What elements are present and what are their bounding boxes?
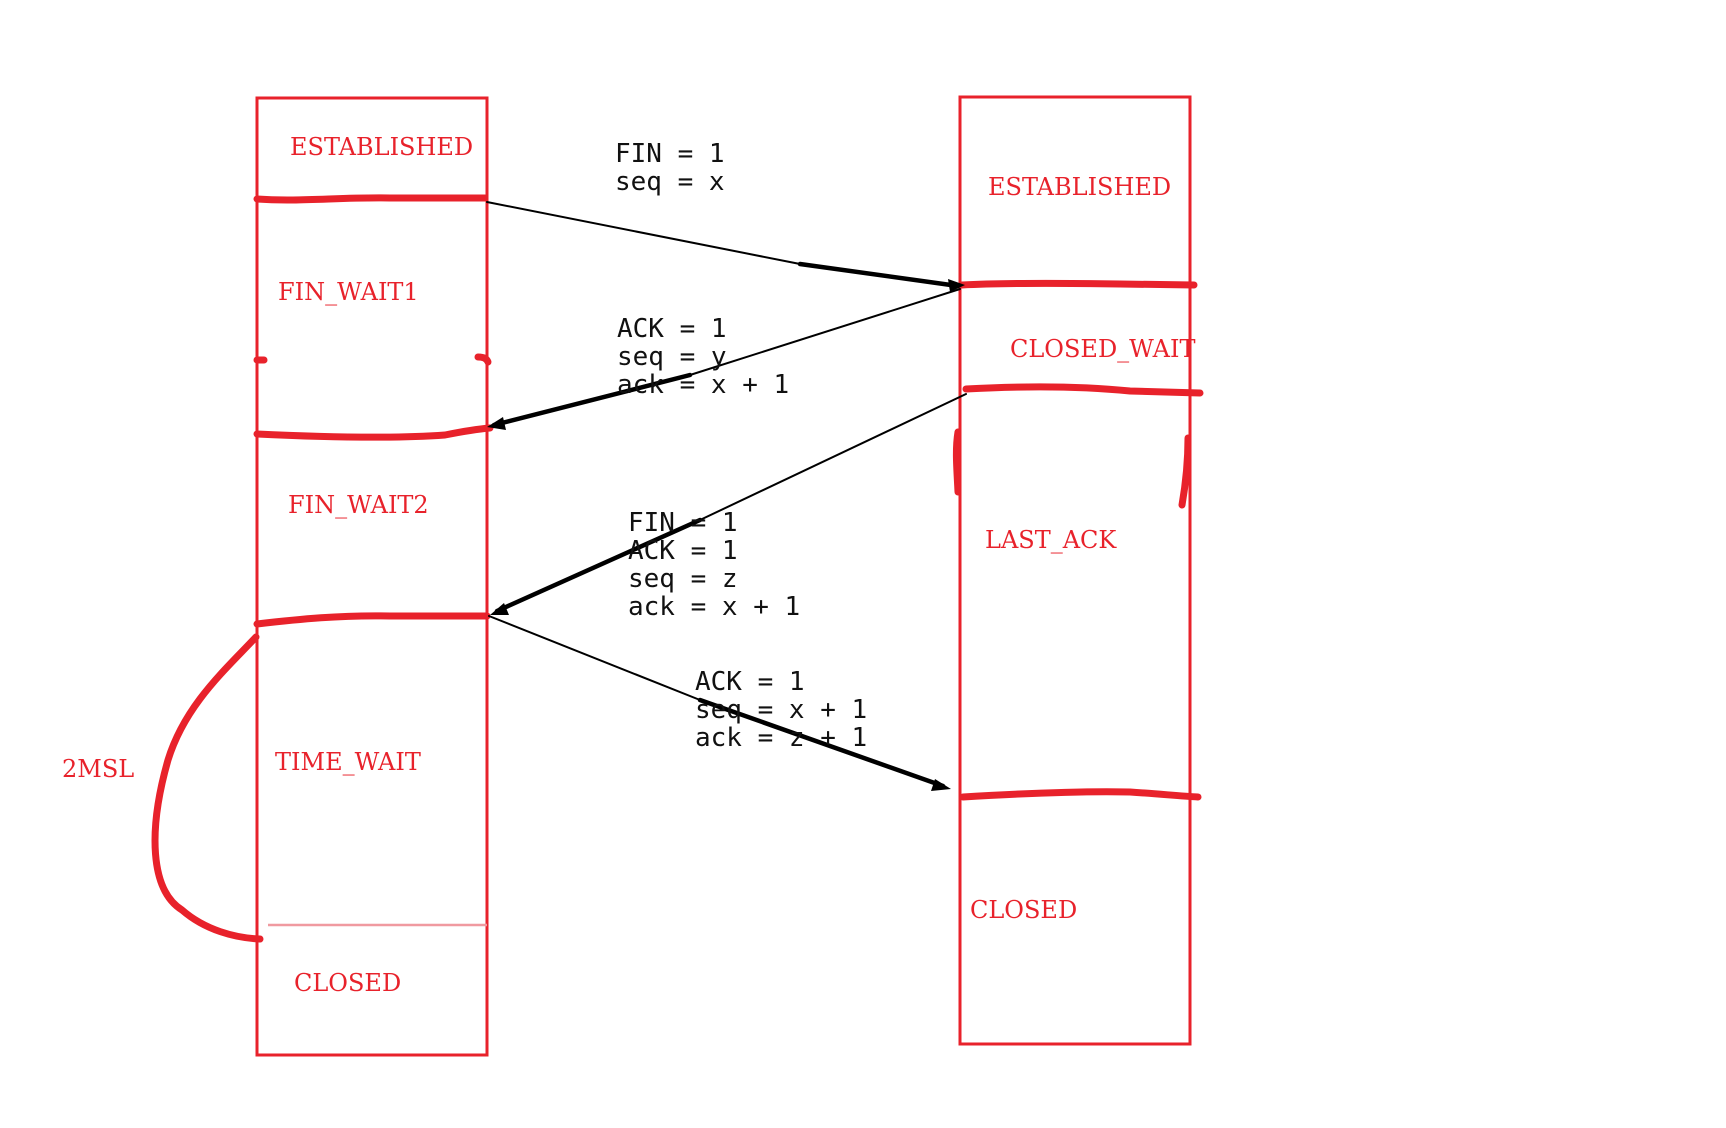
client-divider-fin-wait1-mark-right: [474, 353, 492, 366]
message-final-ack-arrow: [488, 615, 701, 701]
message-ack-line-3: ack = x + 1: [617, 370, 789, 400]
message-fin-arrowhead: [948, 279, 965, 292]
timer-label: 2MSL: [62, 755, 134, 783]
client-state-fin-wait2: FIN_WAIT2: [288, 491, 429, 519]
client-box: [255, 96, 489, 1057]
server-state-closed-wait: CLOSED_WAIT: [1010, 335, 1195, 363]
client-divider-fin-wait1: [253, 424, 494, 441]
message-final-ack-arrow-bold: [697, 697, 946, 789]
server-column: ESTABLISHED CLOSED_WAIT LAST_ACK CLOSED: [952, 95, 1204, 1046]
server-divider-last-ack: [959, 788, 1202, 801]
client-column: ESTABLISHED FIN_WAIT1 FIN_WAIT2 TIME_WAI…: [253, 96, 494, 1057]
message-ack-line-1: ACK = 1: [617, 314, 727, 344]
message-ack-arrow: [689, 288, 961, 376]
message-fin: FIN = 1 seq = x: [486, 139, 965, 292]
server-state-established: ESTABLISHED: [988, 173, 1171, 201]
server-state-closed: CLOSED: [970, 896, 1077, 924]
message-fin-arrow-bold: [797, 261, 961, 289]
client-divider-fin-wait2: [253, 612, 491, 628]
message-ack-line-2: seq = y: [617, 342, 727, 372]
message-fin-ack-arrow-bold: [494, 517, 703, 614]
client-divider-established: [253, 194, 489, 204]
message-fin-line-1: FIN = 1: [615, 139, 725, 169]
message-final-ack-line-3: ack = z + 1: [695, 723, 867, 753]
server-box: [958, 95, 1192, 1046]
message-final-ack-line-1: ACK = 1: [695, 667, 805, 697]
timer-bracket: [151, 633, 264, 943]
server-divider-last-ack-mark-left: [952, 428, 962, 496]
server-state-last-ack: LAST_ACK: [985, 526, 1117, 554]
message-ack-arrowhead: [487, 417, 506, 430]
message-fin-ack-line-3: seq = z: [628, 564, 738, 594]
message-fin-ack-line-4: ack = x + 1: [628, 592, 800, 622]
message-fin-ack-line-1: FIN = 1: [628, 508, 738, 538]
client-state-closed: CLOSED: [294, 969, 401, 997]
message-final-ack-line-2: seq = x + 1: [695, 695, 867, 725]
client-state-established: ESTABLISHED: [290, 133, 473, 161]
message-ack: ACK = 1 seq = y ack = x + 1: [487, 288, 961, 430]
server-divider-last-ack-mark-right: [1178, 434, 1192, 509]
message-final-ack-arrowhead: [931, 779, 951, 791]
client-state-time-wait: TIME_WAIT: [275, 748, 421, 776]
message-fin-ack-arrowhead: [490, 603, 509, 615]
message-fin-arrow: [486, 201, 801, 265]
message-fin-ack: FIN = 1 ACK = 1 seq = z ack = x + 1: [490, 393, 967, 622]
message-final-ack: ACK = 1 seq = x + 1 ack = z + 1: [488, 615, 951, 791]
message-ack-arrow-bold: [491, 372, 693, 428]
client-state-fin-wait1: FIN_WAIT1: [278, 278, 419, 306]
message-fin-line-2: seq = x: [615, 167, 725, 197]
message-fin-ack-arrow: [699, 393, 967, 521]
message-fin-ack-line-2: ACK = 1: [628, 536, 738, 566]
server-divider-closed-wait: [962, 383, 1204, 397]
timer-2msl: 2MSL: [62, 633, 264, 943]
server-divider-established: [958, 279, 1198, 289]
